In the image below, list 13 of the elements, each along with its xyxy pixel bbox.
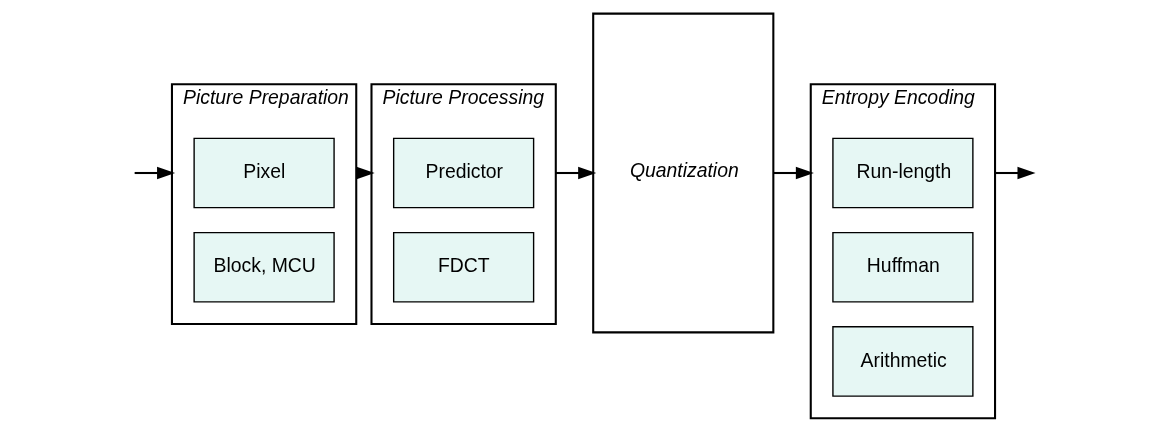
node-box: Pixel bbox=[192, 137, 335, 209]
node-box: Quantization bbox=[591, 12, 774, 334]
arrow bbox=[773, 166, 814, 180]
node-box: FDCT bbox=[392, 231, 534, 303]
arrow bbox=[994, 166, 1036, 180]
arrow bbox=[356, 166, 375, 180]
node-box: Run-length bbox=[831, 137, 974, 209]
node-box: Arithmetic bbox=[831, 326, 974, 397]
node-box: Huffman bbox=[831, 231, 974, 303]
arrow bbox=[555, 166, 596, 180]
arrow bbox=[134, 166, 175, 180]
node-box: Predictor bbox=[392, 137, 534, 209]
node-box: Block, MCU bbox=[192, 231, 335, 303]
